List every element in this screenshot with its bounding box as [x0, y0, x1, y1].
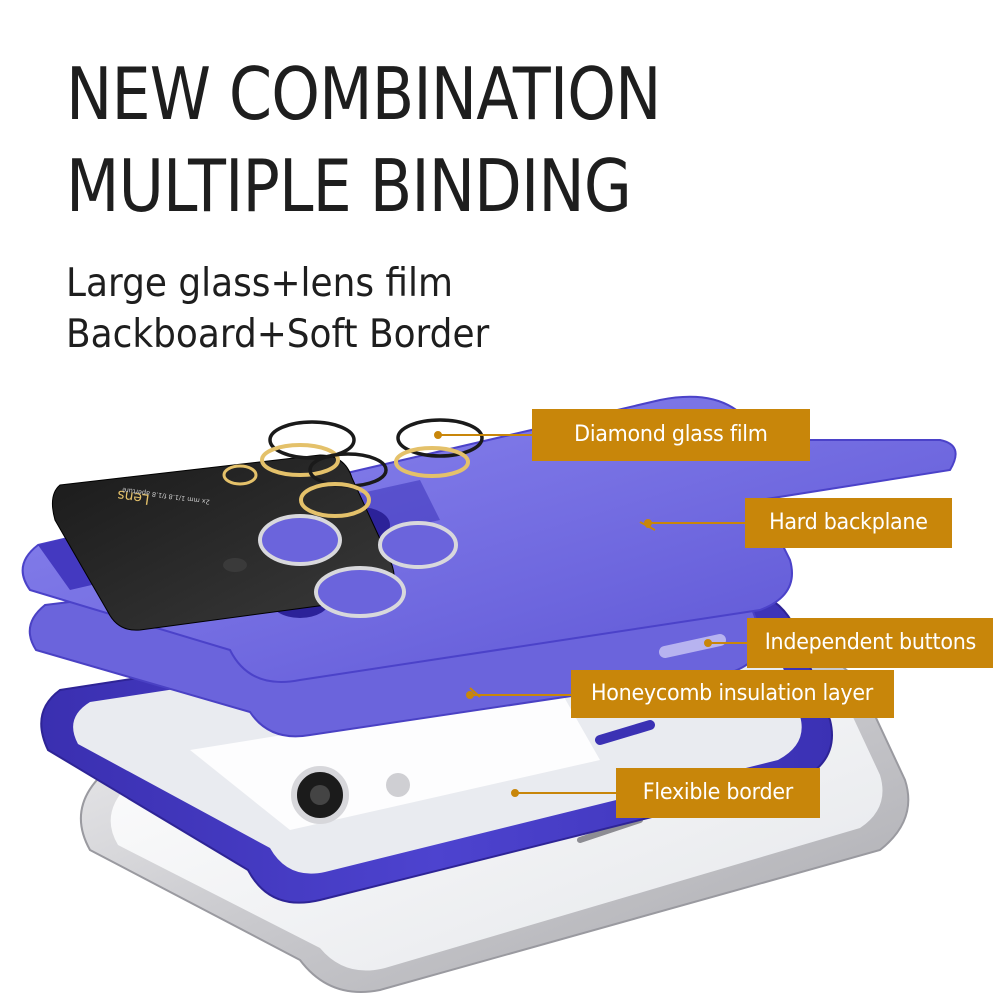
lens-ring-icon — [299, 482, 371, 518]
headline: NEW COMBINATION MULTIPLE BINDING — [66, 48, 661, 232]
lens-film-rings — [222, 418, 484, 518]
callout-hard-backplane: Hard backplane — [745, 498, 952, 548]
callout-diamond-glass-film: Diamond glass film — [532, 409, 810, 461]
callout-independent-buttons: Independent buttons — [747, 618, 993, 668]
subheadline: Large glass+lens film Backboard+Soft Bor… — [66, 258, 489, 360]
lens-ring-icon — [396, 418, 484, 458]
headline-line-2: MULTIPLE BINDING — [66, 144, 632, 228]
lens-ring-icon — [394, 446, 470, 478]
headline-line-1: NEW COMBINATION — [66, 52, 661, 136]
honeycomb-vents — [857, 549, 898, 573]
callout-honeycomb-insulation-layer: Honeycomb insulation layer — [571, 670, 894, 718]
lens-plate: Lens 2x mm 1/1.8 f/1.8 aperture — [51, 454, 458, 631]
lens-ring-icon — [222, 464, 258, 486]
lens-ring-icon — [268, 420, 356, 460]
callout-leaders — [434, 431, 747, 797]
lens-ring-icon — [260, 443, 340, 477]
callout-flexible-border: Flexible border — [616, 768, 820, 818]
subheadline-line-1: Large glass+lens film — [66, 261, 453, 306]
lens-plate-label: Lens — [116, 487, 150, 507]
subheadline-line-2: Backboard+Soft Border — [66, 312, 490, 357]
